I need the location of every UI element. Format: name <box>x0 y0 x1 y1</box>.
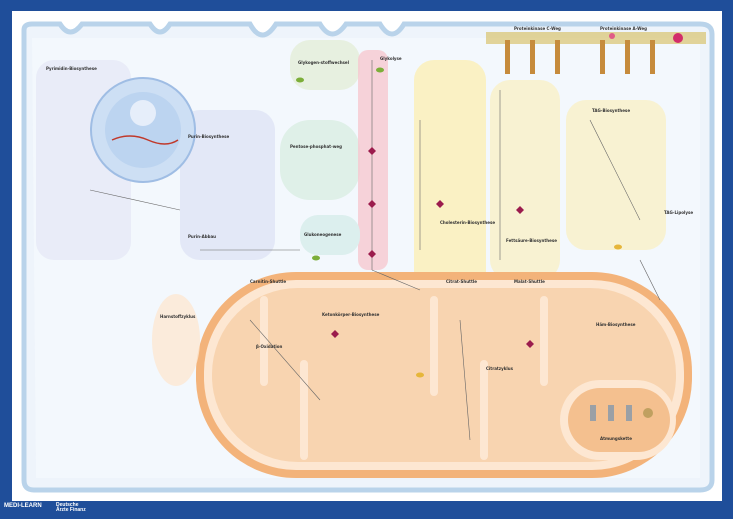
lipid-band-mid <box>490 80 560 280</box>
label-pentose: Pentose-phosphat-weg <box>290 144 342 149</box>
lipid-band-left <box>414 60 486 300</box>
medilearn-logo: MEDI-LEARN <box>4 503 54 509</box>
label-malate-shuttle: Malat-Shuttle <box>514 279 545 284</box>
label-beta-ox: β-Oxidation <box>256 344 282 349</box>
glycogen-zone <box>290 40 360 90</box>
label-pyrimidine: Pyrimidin-Biosynthese <box>46 66 97 71</box>
purine-zone <box>180 110 275 260</box>
label-glycogen: Glykogen-stoffwechsel <box>298 60 350 65</box>
label-glycolysis: Glykolyse <box>380 56 402 61</box>
logo-text: MEDI-LEARN <box>4 503 42 509</box>
label-proteinkinase-c: Proteinkinase C-Weg <box>514 26 561 31</box>
membrane-receptors <box>486 32 706 74</box>
tagline-line1: Deutsche <box>56 502 79 508</box>
tagline-line2: Ärzte Finanz <box>56 507 86 513</box>
label-purine-salvage: Purin-Abbau <box>188 234 216 239</box>
label-tag: TAG-Biosynthese <box>592 108 630 113</box>
label-urea: Harnstoffzyklus <box>160 314 196 319</box>
pentose-zone <box>280 120 360 200</box>
nucleus <box>90 77 196 183</box>
aerzte-finanz-logo: Deutsche Ärzte Finanz <box>56 503 106 513</box>
enzyme-markers <box>296 67 622 378</box>
label-carnitine: Carnitin-Shuttle <box>250 279 286 284</box>
lipid-band-right <box>566 100 666 250</box>
glycolysis-band <box>358 50 388 270</box>
label-heme: Häm-Biosynthese <box>596 322 636 327</box>
label-proteinkinase-a: Proteinkinase A-Weg <box>600 26 647 31</box>
label-citrate-cycle: Citratzyklus <box>486 366 514 371</box>
label-gluconeogenesis: Glukoneogenese <box>304 232 342 237</box>
label-citrate-shuttle: Citrat-Shuttle <box>446 279 477 284</box>
label-fatty-acid: Fettsäure-Biosynthese <box>506 238 557 243</box>
label-oxphos: Atmungskette <box>600 436 632 441</box>
label-ketone: Ketonkörper-Biosynthese <box>322 312 380 317</box>
label-cholesterol: Cholesterin-Biosynthese <box>440 220 495 225</box>
urea-cycle-zone <box>152 294 200 386</box>
pathway-lines <box>89 60 661 441</box>
mitochondrion <box>196 272 692 478</box>
label-purine: Purin-Biosynthese <box>188 134 229 139</box>
label-tag-lipolysis: TAG-Lipolyse <box>664 210 693 215</box>
gluconeogenesis-zone <box>300 215 360 255</box>
